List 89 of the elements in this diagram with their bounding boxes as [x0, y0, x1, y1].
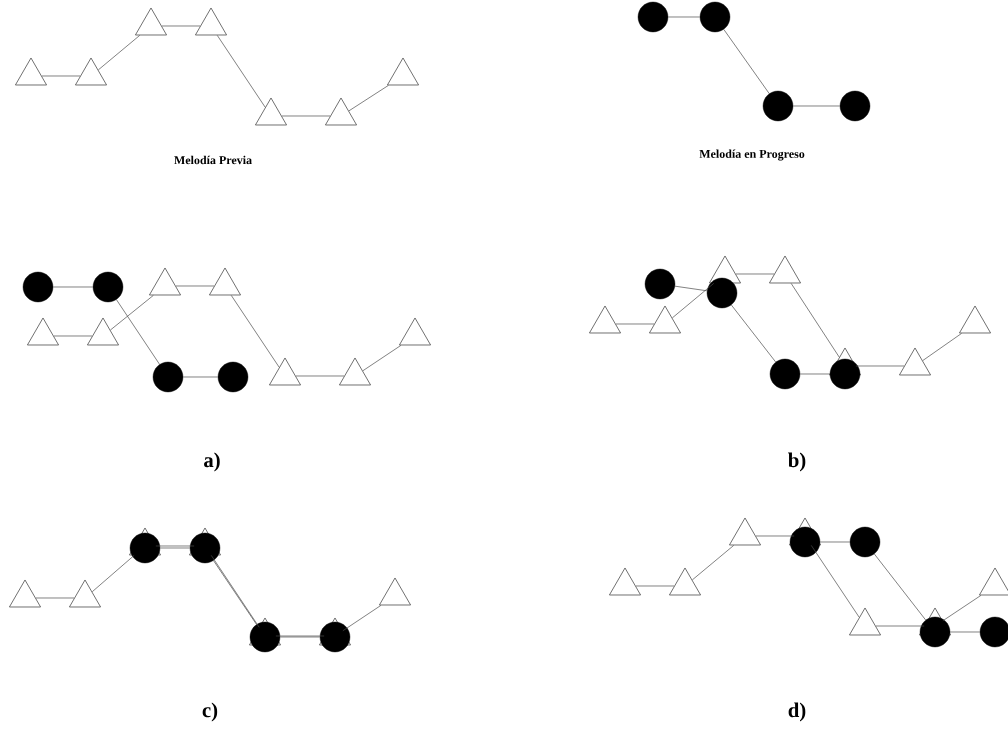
connector-line — [922, 333, 962, 361]
connector-line — [348, 85, 389, 112]
triangle-marker — [149, 267, 181, 296]
connector-line — [35, 597, 75, 599]
triangle-marker — [399, 317, 431, 346]
circle-marker — [769, 358, 801, 390]
panel-letter: a) — [204, 452, 220, 472]
connector-line — [161, 25, 201, 27]
connector-line — [182, 376, 219, 378]
circle-marker — [699, 1, 731, 33]
connector-line — [155, 545, 195, 547]
circle-marker — [217, 361, 249, 393]
connector-line — [875, 625, 925, 627]
connector-line — [98, 35, 141, 71]
connector-line — [279, 636, 321, 638]
connector-line — [667, 16, 701, 18]
triangle-marker — [387, 57, 419, 86]
triangle-marker — [959, 305, 991, 334]
triangle-marker — [729, 517, 761, 546]
triangle-marker — [325, 97, 357, 126]
circle-marker — [644, 268, 676, 300]
connector-line — [116, 299, 160, 365]
connector-line — [91, 555, 135, 593]
connector-line — [942, 595, 982, 622]
connector-line — [342, 605, 382, 632]
connector-line — [799, 373, 831, 375]
connector-line — [819, 541, 851, 543]
triangle-marker — [87, 317, 119, 346]
triangle-marker — [135, 7, 167, 36]
triangle-marker — [379, 577, 411, 606]
triangle-marker — [269, 357, 301, 386]
connector-line — [230, 295, 280, 368]
connector-line — [792, 105, 841, 107]
triangle-marker — [769, 255, 801, 284]
circle-marker — [979, 616, 1008, 648]
title-label: Melodía Previa — [174, 155, 252, 165]
connector-line — [810, 545, 860, 618]
circle-marker — [92, 271, 124, 303]
triangle-marker — [75, 57, 107, 86]
circle-marker — [637, 1, 669, 33]
triangle-marker — [589, 305, 621, 334]
panel-letter: d) — [788, 702, 806, 722]
connector-line — [635, 585, 675, 587]
connector-line — [159, 547, 191, 549]
connector-line — [615, 323, 655, 325]
connector-line — [41, 75, 81, 77]
connector-line — [281, 115, 331, 117]
triangle-marker — [849, 607, 881, 636]
triangle-marker — [9, 579, 41, 608]
connector-line — [755, 535, 795, 537]
connector-line — [52, 286, 94, 288]
connector-line — [674, 285, 708, 292]
connector-line — [53, 335, 93, 337]
connector-line — [275, 635, 325, 637]
circle-marker — [849, 526, 881, 558]
connector-line — [672, 283, 715, 319]
connector-line — [731, 304, 777, 363]
triangle-marker — [339, 357, 371, 386]
triangle-marker — [69, 579, 101, 608]
triangle-marker — [195, 7, 227, 36]
triangle-marker — [255, 97, 287, 126]
triangle-marker — [209, 267, 241, 296]
connector-line — [723, 29, 770, 94]
circle-marker — [22, 271, 54, 303]
triangle-marker — [669, 567, 701, 596]
circle-marker — [762, 90, 794, 122]
panel-letter: c) — [202, 702, 218, 722]
connector-line — [874, 553, 927, 621]
triangle-marker — [27, 317, 59, 346]
connector-line — [175, 285, 215, 287]
connector-line — [735, 273, 775, 275]
triangle-marker — [649, 305, 681, 334]
connector-line — [110, 295, 154, 331]
connector-line — [949, 631, 981, 633]
connector-line — [855, 365, 905, 367]
triangle-marker — [979, 567, 1008, 596]
triangle-marker — [609, 567, 641, 596]
connector-line — [692, 545, 735, 581]
connector-line — [295, 375, 345, 377]
title-label: Melodía en Progreso — [699, 149, 805, 161]
triangle-marker — [15, 57, 47, 86]
panel-letter: b) — [788, 452, 806, 472]
connector-line — [362, 345, 402, 372]
circle-marker — [839, 90, 871, 122]
circle-marker — [706, 277, 738, 309]
circle-marker — [152, 361, 184, 393]
connector-line — [216, 35, 266, 108]
triangle-marker — [899, 347, 931, 376]
connector-line — [790, 283, 840, 358]
